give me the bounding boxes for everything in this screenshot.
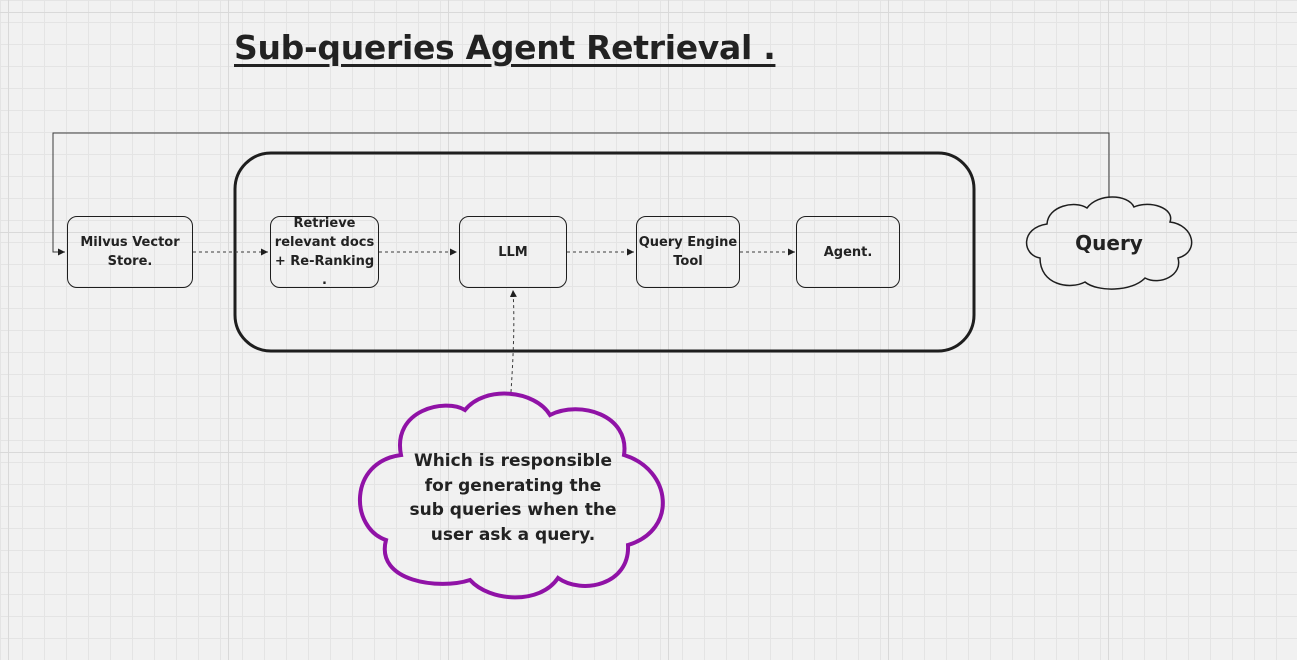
llm-node[interactable]: LLM bbox=[459, 216, 567, 288]
note-cloud-shape[interactable] bbox=[357, 391, 665, 600]
query-to-milvus-connector[interactable] bbox=[52, 132, 1110, 256]
retrieve-docs-node[interactable]: Retrieve relevant docs + Re-Ranking . bbox=[270, 216, 379, 288]
diagram-title: Sub-queries Agent Retrieval . bbox=[234, 28, 776, 67]
note-cloud-label: Which is responsible for generating the … bbox=[409, 451, 617, 545]
note-to-llm-arrow[interactable] bbox=[509, 289, 517, 393]
agent-node[interactable]: Agent. bbox=[796, 216, 900, 288]
query-cloud-shape[interactable] bbox=[1025, 196, 1193, 290]
milvus-vector-store-node[interactable]: Milvus Vector Store. bbox=[67, 216, 193, 288]
query-engine-tool-node[interactable]: Query Engine Tool bbox=[636, 216, 740, 288]
query-cloud-label: Query bbox=[1075, 231, 1143, 255]
